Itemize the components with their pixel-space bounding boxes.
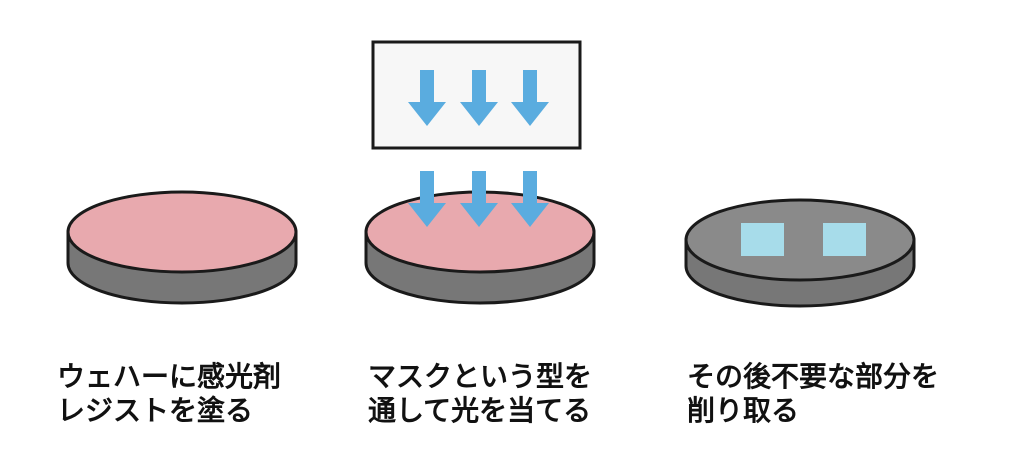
- step-1-caption-line2: レジストを塗る: [57, 394, 254, 427]
- light-arrows-upper: [408, 70, 549, 126]
- step-2-caption: マスクという型を 通して光を当てる: [368, 360, 592, 428]
- step-3-caption-line1: その後不要な部分を: [687, 360, 940, 393]
- pattern-square-icon: [823, 223, 866, 256]
- step-1-caption: ウェハーに感光剤 レジストを塗る: [57, 360, 281, 428]
- pattern-square-icon: [741, 223, 784, 256]
- step-2-caption-line2: 通して光を当てる: [368, 394, 592, 427]
- resist-layer: [66, 190, 298, 274]
- light-arrows-lower: [408, 171, 549, 227]
- step-3-caption-line2: 削り取る: [687, 394, 800, 427]
- wafer-after-etching: [684, 198, 916, 308]
- step-1-caption-line1: ウェハーに感光剤: [57, 360, 282, 393]
- wafer-coated-with-resist: [66, 190, 298, 305]
- step-2-caption-line1: マスクという型を: [368, 360, 593, 393]
- wafer-top: [684, 198, 916, 282]
- step-3-caption: その後不要な部分を 削り取る: [687, 360, 939, 428]
